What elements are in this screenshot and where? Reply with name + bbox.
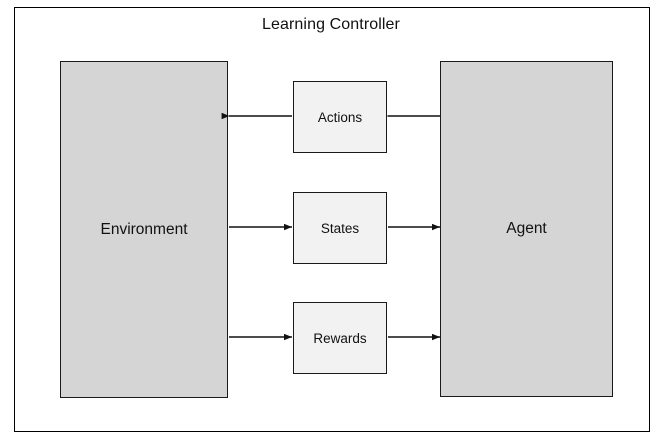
actions-box[interactable]: Actions (293, 81, 387, 153)
states-box[interactable]: States (293, 192, 387, 264)
environment-box[interactable]: Environment (60, 61, 228, 398)
rewards-label: Rewards (313, 330, 367, 346)
agent-label: Agent (506, 220, 547, 237)
actions-label: Actions (317, 109, 363, 125)
page-title: Learning Controller (262, 16, 400, 33)
environment-label: Environment (100, 220, 188, 238)
states-label: States (320, 220, 360, 236)
rewards-box[interactable]: Rewards (293, 302, 387, 374)
agent-box[interactable]: Agent (440, 61, 613, 397)
